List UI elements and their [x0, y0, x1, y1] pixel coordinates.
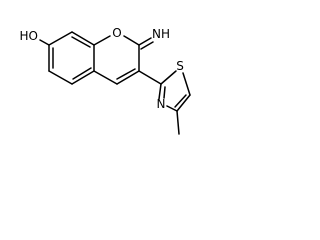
bond-c2t-s: [160, 70, 177, 85]
atom-labels: HO O NH S N: [20, 26, 184, 111]
bond-c3-thiazole: [138, 70, 162, 85]
bond-c6-c5: [48, 70, 73, 85]
bond-c5-c4a: [71, 70, 95, 85]
bond-s-c5t: [182, 72, 191, 96]
thiazole-sulfur-label: S: [176, 59, 184, 73]
hydroxyl-label: HO: [20, 29, 38, 43]
bond-c7-oh: [39, 39, 50, 46]
bond-c2-n-inner: [140, 41, 154, 50]
thiazole-nitrogen-label: N: [157, 97, 166, 111]
bond-c5t-c4t: [176, 94, 191, 112]
bond-c3-c4-inner: [116, 68, 136, 80]
structure-canvas: HO O NH S N: [0, 0, 209, 144]
bond-n-c2t: [158, 83, 162, 100]
bonds: [39, 31, 191, 135]
imine-label: NH: [152, 27, 170, 41]
bond-c8a-o1: [93, 35, 111, 46]
ring-oxygen-label: O: [112, 26, 121, 40]
bond-n-c2t-inner: [163, 86, 166, 99]
bond-c2-n: [138, 37, 152, 46]
bond-c8a-c8-inner: [71, 36, 91, 48]
bond-c4-c4a: [93, 70, 118, 85]
bond-c4t-n: [166, 105, 178, 112]
bond-c5-c4a-inner: [72, 67, 92, 80]
bond-c8-c7: [48, 31, 73, 46]
chemical-structure: HO O NH S N: [20, 26, 191, 135]
bond-c3-c4: [116, 70, 140, 85]
bond-c8a-c8: [71, 31, 95, 46]
bond-o1-c2: [123, 35, 140, 46]
bond-c4t-methyl: [176, 110, 180, 135]
bond-c5t-c4t-inner: [174, 94, 187, 108]
